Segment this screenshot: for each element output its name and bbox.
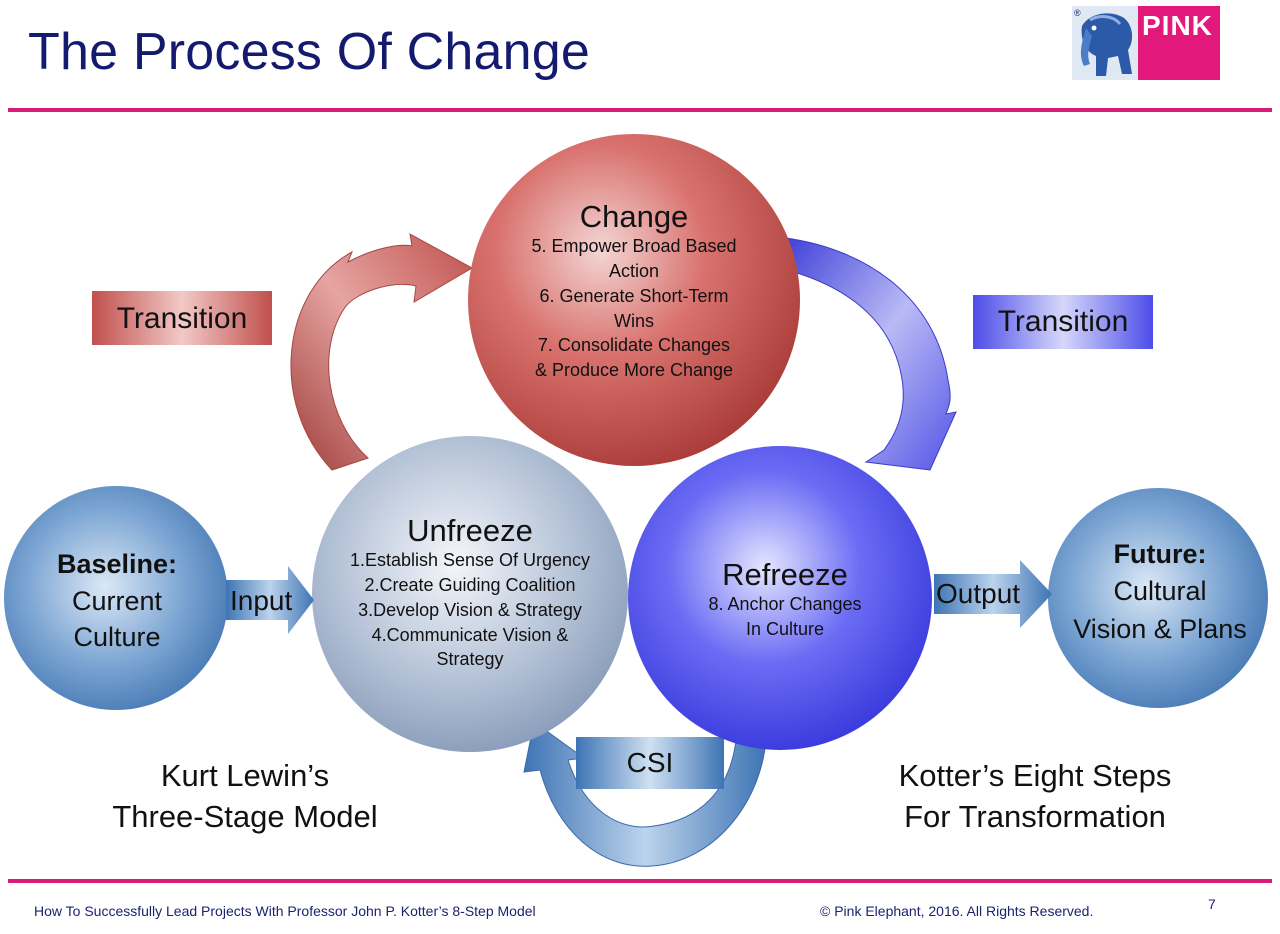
change-title: Change [579,199,689,234]
header-rule [8,108,1272,112]
caption-line: Kurt Lewin’s [160,758,330,793]
footer-right: © Pink Elephant, 2016. All Rights Reserv… [820,903,1094,919]
logo-text: PINK [1142,10,1213,41]
page-number: 7 [1208,896,1216,912]
csi-banner [576,737,724,789]
transition-banner-right [973,295,1153,349]
elephant-icon [1072,6,1138,80]
refreeze-item: In Culture [745,618,825,639]
future-circle [1048,488,1268,708]
future-title: Future: [1113,539,1207,569]
change-item: Action [608,260,660,281]
future-line: Vision & Plans [1073,613,1247,644]
refreeze-title: Refreeze [722,557,848,592]
baseline-circle [4,486,228,710]
baseline-text: Baseline: Current Culture [22,546,212,656]
csi-loop-arrow [523,721,767,867]
refreeze-item: 8. Anchor Changes [708,594,862,615]
unfreeze-item: Strategy [436,649,504,670]
future-line: Cultural [1113,576,1207,607]
transition-arrow-left [290,233,474,471]
input-arrow [226,566,314,634]
change-item: 5. Empower Broad Based [531,236,737,257]
refreeze-circle [628,446,932,750]
change-item: & Produce More Change [534,360,734,381]
transition-banner-left [92,291,272,345]
unfreeze-item: 1.Establish Sense Of Urgency [349,550,591,571]
pink-elephant-logo: ® PINK [1072,6,1220,80]
transition-label-right: Transition [997,305,1129,338]
change-item: Wins [614,310,654,331]
input-label: Input [230,585,293,616]
transition-arrow-right [785,237,957,471]
caption-right: Kotter’s Eight Steps For Transformation [848,756,1222,838]
change-item: 7. Consolidate Changes [537,335,731,356]
change-text: Change 5. Empower Broad Based Action 6. … [494,199,774,383]
refreeze-text: Refreeze 8. Anchor Changes In Culture [650,557,920,642]
csi-label: CSI [626,747,674,778]
baseline-line: Culture [73,622,161,653]
unfreeze-title: Unfreeze [407,513,533,548]
baseline-line: Current [71,585,163,616]
transition-label-left: Transition [116,302,248,335]
logo-pink-block [1138,6,1220,80]
slide-title: The Process Of Change [28,23,591,81]
caption-left: Kurt Lewin’s Three-Stage Model [70,756,420,838]
output-label: Output [936,578,1021,609]
unfreeze-text: Unfreeze 1.Establish Sense Of Urgency 2.… [320,513,620,672]
unfreeze-item: 4.Communicate Vision & [371,624,569,645]
registered-mark: ® [1074,8,1081,18]
future-text: Future: Cultural Vision & Plans [1054,536,1266,648]
output-arrow [934,560,1052,628]
baseline-title: Baseline: [56,549,178,579]
unfreeze-item: 3.Develop Vision & Strategy [358,599,582,620]
caption-line: Kotter’s Eight Steps [898,758,1172,793]
caption-line: Three-Stage Model [112,798,378,834]
change-item: 6. Generate Short-Term [539,285,729,306]
footer-rule [8,879,1272,883]
change-circle [468,134,800,466]
caption-line: For Transformation [904,798,1166,834]
unfreeze-circle [312,436,628,752]
unfreeze-item: 2.Create Guiding Coalition [364,574,576,595]
footer-left: How To Successfully Lead Projects With P… [34,903,536,919]
